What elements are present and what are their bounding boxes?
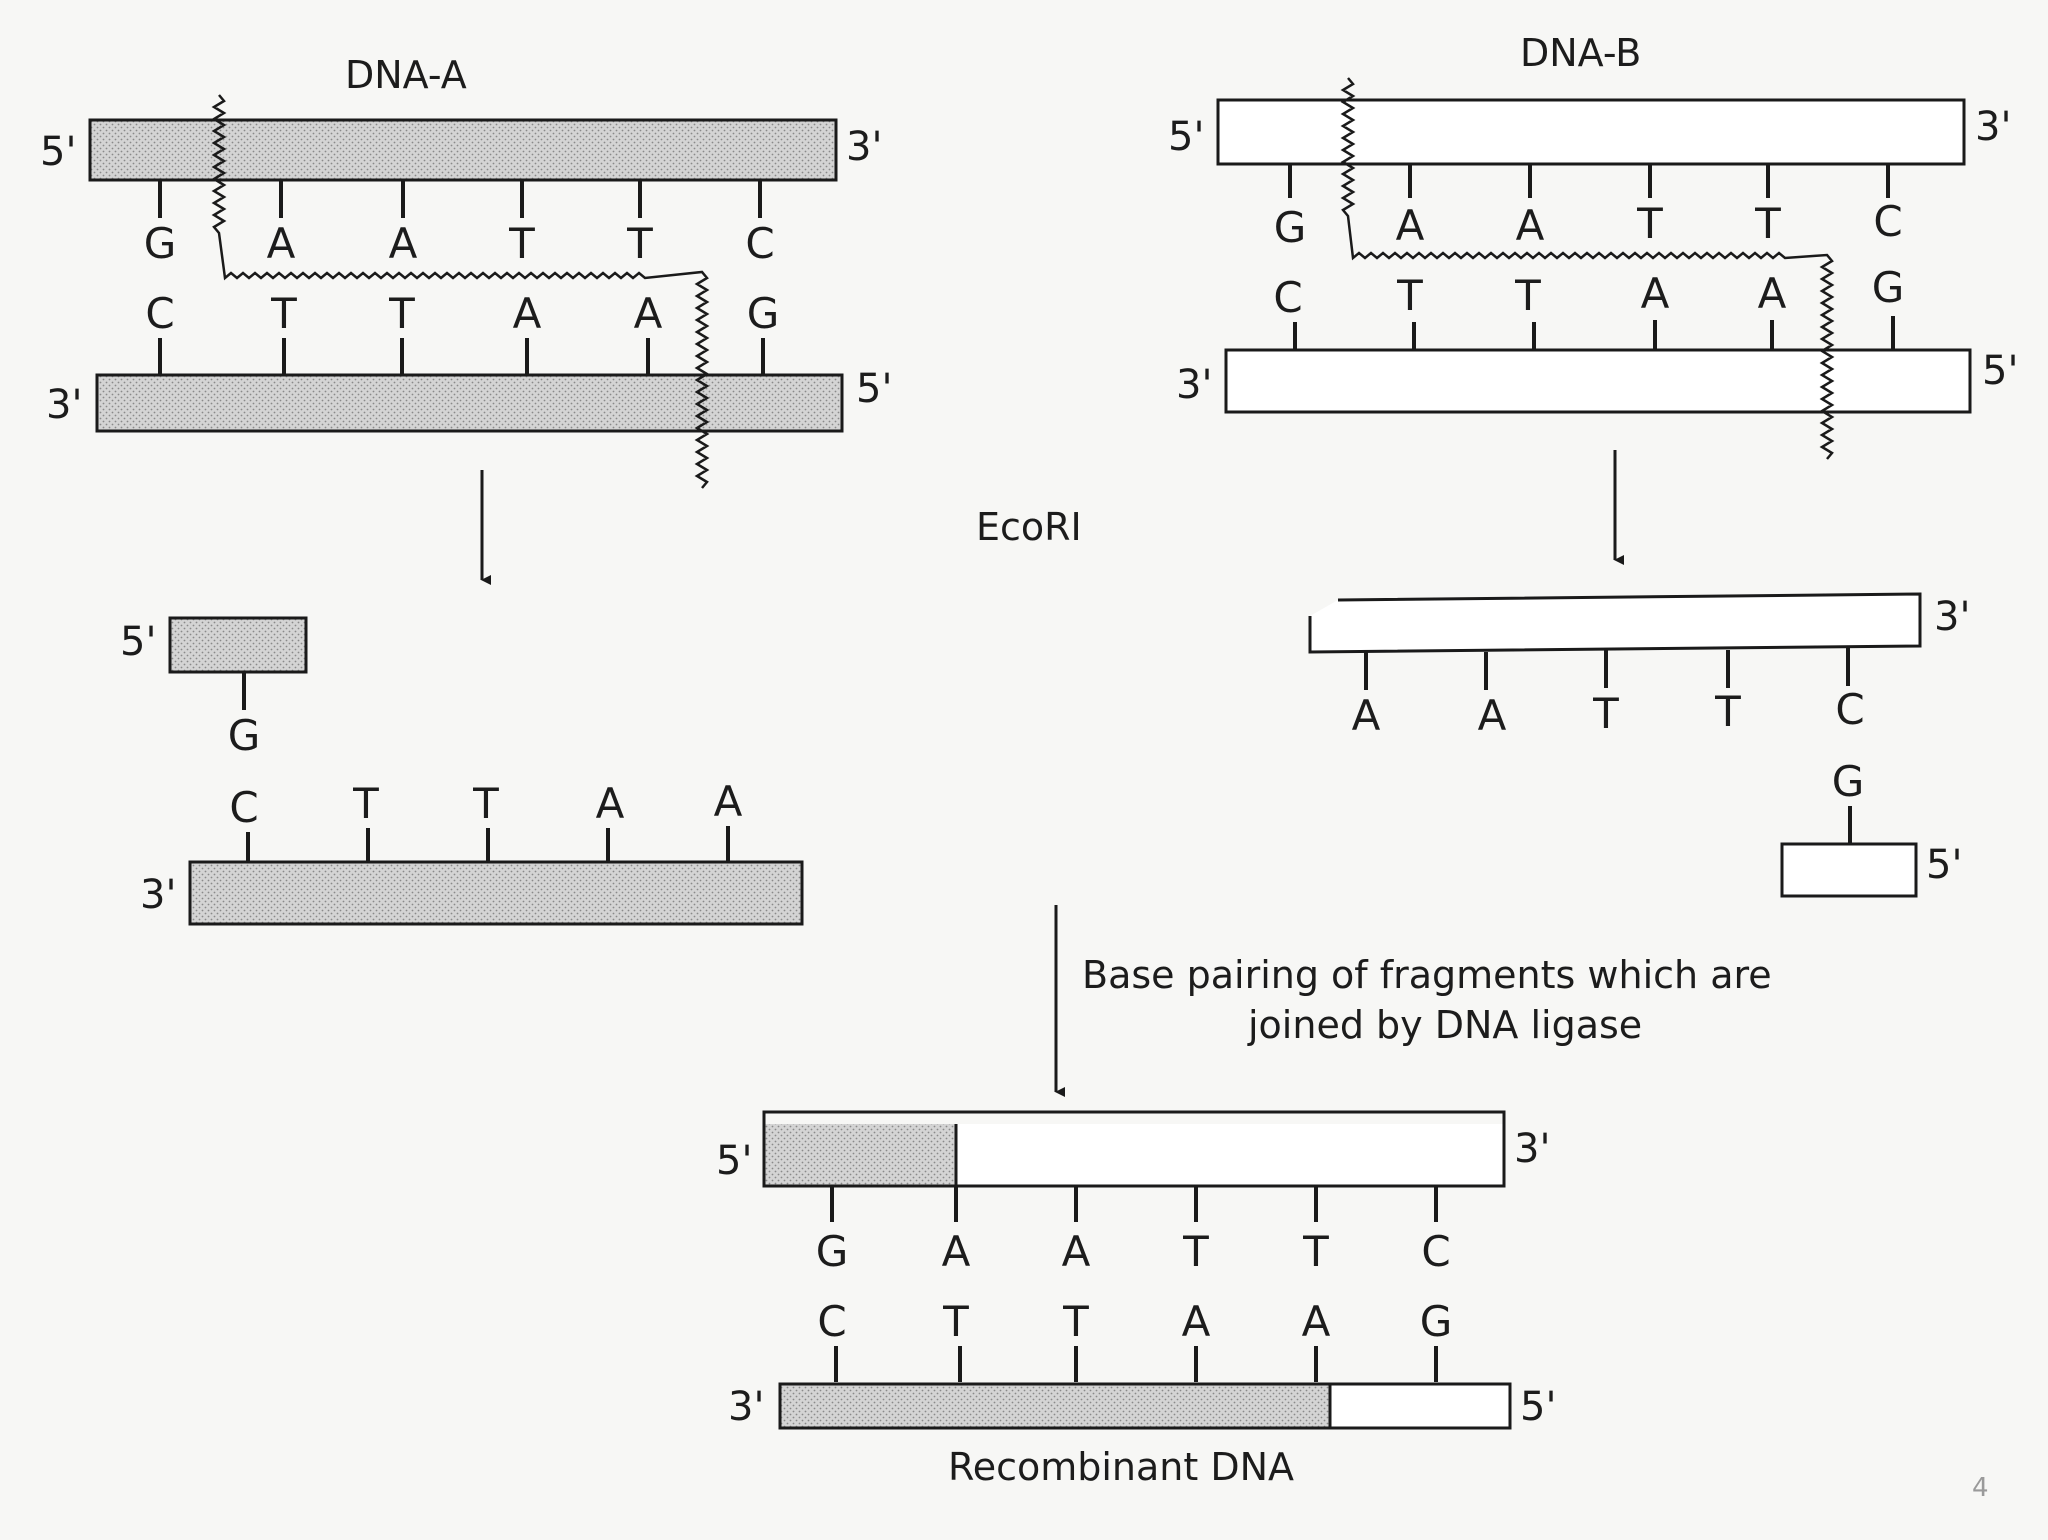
recombinant-bottom-5prime-label: 5' — [1520, 1384, 1556, 1430]
dna-a-bottom-strand — [95, 373, 844, 433]
recombinant-top-base: T — [1302, 1227, 1329, 1276]
recombinant-top-a-segment — [764, 1124, 956, 1186]
dna-b-bottom-base: A — [1758, 269, 1787, 318]
recombinant-top-3prime-label: 3' — [1514, 1126, 1550, 1172]
dna-a-bottom-base: G — [747, 289, 780, 338]
recombinant-bottom-strand — [778, 1382, 1512, 1430]
frag-a-overhang-base: G — [228, 711, 261, 760]
dna-a-bottom-base: A — [513, 289, 542, 338]
recombinant-bottom-base: T — [1062, 1297, 1089, 1346]
dna-b-top-base: A — [1396, 201, 1425, 250]
recombinant-dna-label: Recombinant DNA — [948, 1445, 1294, 1489]
dna-a-bottom-base: T — [270, 289, 297, 338]
dna-a-ecori-cut-line — [211, 94, 710, 489]
caption-line-1: Base pairing of fragments which are — [1082, 953, 1772, 997]
frag-b-small-strand — [1780, 842, 1918, 898]
dna-a-top-bases: G A A T T C — [144, 180, 775, 268]
dna-b-molecule: DNA-B 5' 3' G A A T T C C T T A A G — [1168, 31, 2018, 460]
dna-a-top-base: C — [745, 219, 774, 268]
dna-b-bottom-base: C — [1273, 273, 1302, 322]
enzyme-label: EcoRI — [976, 505, 1082, 549]
frag-a-sticky-base: T — [472, 779, 499, 828]
dna-b-top-base: C — [1873, 197, 1902, 246]
dna-b-top-5prime-label: 5' — [1168, 114, 1204, 160]
recombinant-top-5prime-label: 5' — [716, 1138, 752, 1184]
frag-a-small-5prime-label: 5' — [120, 619, 156, 665]
frag-b-sticky-base: T — [1592, 689, 1619, 738]
dna-b-title: DNA-B — [1520, 31, 1641, 75]
dna-a-bottom-bases: C T T A A G — [145, 289, 779, 375]
dna-a-bottom-base: A — [634, 289, 663, 338]
dna-a-fragments: 5' G C T T A A 3' — [120, 616, 804, 926]
dna-b-bottom-base: G — [1872, 263, 1905, 312]
recombinant-top-base: G — [816, 1227, 849, 1276]
dna-b-top-base: T — [1636, 199, 1663, 248]
dna-a-molecule: DNA-A 5' 3' G A A T T C C T T A A G — [40, 53, 892, 489]
dna-b-bottom-5prime-label: 5' — [1982, 348, 2018, 394]
dna-a-bottom-5prime-label: 5' — [856, 366, 892, 412]
dna-b-bottom-base: T — [1396, 271, 1423, 320]
recombinant-bottom-base: A — [1182, 1297, 1211, 1346]
recombinant-top-base: T — [1182, 1227, 1209, 1276]
dna-b-top-3prime-label: 3' — [1975, 104, 2011, 150]
dna-b-bottom-3prime-label: 3' — [1176, 362, 1212, 408]
frag-b-sticky-base: T — [1714, 687, 1741, 736]
dna-b-bottom-bases: C T T A A G — [1273, 263, 1904, 356]
dna-a-top-base: A — [389, 219, 418, 268]
frag-a-small-strand — [168, 616, 308, 674]
recombinant-bottom-base: T — [942, 1297, 969, 1346]
recombinant-top-base: C — [1421, 1227, 1450, 1276]
frag-a-sticky-base: A — [714, 777, 743, 826]
frag-a-large-3prime-label: 3' — [140, 872, 176, 918]
recombinant-top-strand — [762, 1110, 1506, 1188]
recombinant-bottom-a-segment — [780, 1384, 1330, 1428]
dna-b-top-base: G — [1274, 203, 1307, 252]
frag-b-small-5prime-label: 5' — [1926, 842, 1962, 888]
frag-a-sticky-base: A — [596, 779, 625, 828]
dna-a-top-base: T — [626, 219, 653, 268]
frag-b-sticky-base: A — [1352, 691, 1381, 740]
page-number: 4 — [1972, 1473, 1989, 1503]
dna-a-top-base: G — [144, 219, 177, 268]
frag-b-large-3prime-label: 3' — [1934, 594, 1970, 640]
dna-a-top-3prime-label: 3' — [846, 124, 882, 170]
recombinant-top-b-segment — [956, 1124, 1504, 1186]
recombinant-bottom-b-segment — [1330, 1384, 1510, 1428]
frag-b-overhang-base: G — [1832, 757, 1865, 806]
frag-a-large-strand — [188, 860, 804, 926]
frag-a-sticky-base: C — [229, 783, 258, 832]
dna-a-top-strand — [88, 118, 838, 182]
dna-b-top-base: T — [1754, 199, 1781, 248]
recombinant-top-base: A — [1062, 1227, 1091, 1276]
frag-b-sticky-base: C — [1835, 685, 1864, 734]
frag-b-sticky-base: A — [1478, 691, 1507, 740]
dna-b-bottom-base: A — [1641, 269, 1670, 318]
dna-b-ecori-cut-line — [1340, 77, 1835, 460]
dna-b-top-base: A — [1516, 201, 1545, 250]
dna-a-title: DNA-A — [345, 53, 467, 97]
recombinant-bottom-3prime-label: 3' — [728, 1384, 764, 1430]
dna-b-fragments: 3' A A T T C G 5' — [1308, 592, 1970, 898]
dna-a-bottom-base: T — [388, 289, 415, 338]
recombinant-dna: 5' 3' G A A T T C C T T A A G 3' 5' — [716, 1110, 1556, 1489]
dna-a-top-base: T — [508, 219, 535, 268]
recombinant-top-base: A — [942, 1227, 971, 1276]
recombinant-bottom-base: C — [817, 1297, 846, 1346]
recombinant-bottom-base: G — [1420, 1297, 1453, 1346]
dna-b-bottom-base: T — [1514, 271, 1541, 320]
dna-a-top-5prime-label: 5' — [40, 129, 76, 175]
recombinant-bottom-base: A — [1302, 1297, 1331, 1346]
dna-a-bottom-base: C — [145, 289, 174, 338]
frag-a-sticky-base: T — [352, 779, 379, 828]
dna-b-bottom-strand — [1224, 348, 1972, 414]
caption-line-2: joined by DNA ligase — [1247, 1003, 1642, 1047]
dna-a-top-base: A — [267, 219, 296, 268]
dna-b-top-strand — [1216, 98, 1966, 166]
frag-b-large-strand — [1308, 592, 1922, 654]
dna-a-bottom-3prime-label: 3' — [46, 382, 82, 428]
dna-b-top-bases: G A A T T C — [1274, 164, 1903, 252]
